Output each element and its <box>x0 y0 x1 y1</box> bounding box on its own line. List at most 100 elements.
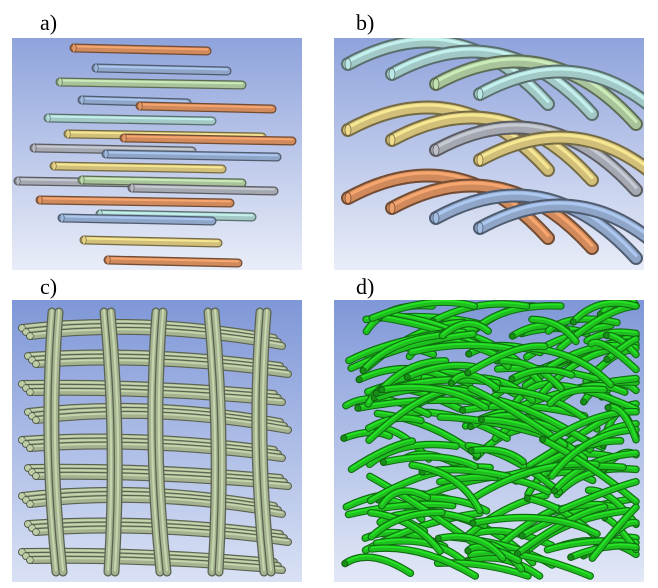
rod-d-112 <box>378 383 490 412</box>
rod-a-end-12 <box>79 175 85 185</box>
rod-d-132 <box>539 435 640 506</box>
rod-a-8 <box>29 143 197 156</box>
rod-d-135 <box>377 487 432 510</box>
rod-d-end-54 <box>340 434 348 442</box>
rod-d-147 <box>588 503 640 562</box>
rod-d-end-146 <box>435 535 442 542</box>
rod-a-2 <box>55 77 247 90</box>
rod-a-end-14 <box>37 195 43 205</box>
rod-d-end-138 <box>464 547 472 554</box>
rod-d-125 <box>587 338 640 374</box>
rod-d-145 <box>368 300 478 322</box>
rod-a-end-10 <box>51 161 57 171</box>
rod-d-144 <box>569 300 640 326</box>
rod-d-136 <box>469 513 601 538</box>
panel-c-rods <box>18 307 292 577</box>
rod-a-end-9 <box>103 149 109 159</box>
rod-a-12 <box>77 175 247 188</box>
rod-d-122 <box>403 361 478 381</box>
rod-d-end-88 <box>467 423 474 430</box>
rod-a-1 <box>91 63 232 76</box>
rod-d-end-134 <box>464 369 472 376</box>
rod-d-end-104 <box>448 379 455 387</box>
rod-d-end-112 <box>378 386 386 393</box>
rod-a-0 <box>69 43 212 56</box>
rod-a-end-7 <box>121 133 127 143</box>
rod-a-end-5 <box>45 113 51 123</box>
rod-d-118 <box>603 335 640 364</box>
rod-c-end-8-2 <box>26 556 34 564</box>
rod-d-129 <box>407 341 516 356</box>
rod-d-139 <box>548 425 640 480</box>
panel-label-c: c) <box>40 274 58 299</box>
rod-d-134 <box>464 342 549 377</box>
rod-c-end-0-2 <box>26 332 34 340</box>
rod-c-end-4-2 <box>26 444 34 452</box>
rod-d-111 <box>496 396 590 444</box>
rod-b-7 <box>473 130 644 176</box>
rod-d-end-140 <box>359 367 367 374</box>
rod-d-27 <box>372 537 466 564</box>
rod-d-131 <box>347 437 417 474</box>
panel-b-rods <box>341 38 644 265</box>
rod-b-10 <box>429 188 643 265</box>
rod-a-end-13 <box>129 183 135 193</box>
rod-d-end-18 <box>519 532 526 539</box>
rod-b-end-2 <box>388 68 396 80</box>
rod-d-end-116 <box>508 375 516 383</box>
rod-d-end-118 <box>603 355 611 363</box>
panel-label-d: d) <box>356 274 375 299</box>
rod-d-100 <box>467 445 527 466</box>
rod-b-end-7 <box>432 144 440 156</box>
rod-a-7 <box>119 133 297 146</box>
panel-a-straight-fibers <box>12 38 302 270</box>
rod-d-end-106 <box>603 331 610 339</box>
rod-d-133 <box>367 544 480 580</box>
rod-d-114 <box>493 356 565 393</box>
rod-d-121 <box>547 408 640 444</box>
panel-a-image <box>12 38 302 270</box>
rod-b-2 <box>429 54 643 131</box>
rod-c-v-36 <box>258 307 276 577</box>
rod-d-69 <box>344 500 457 519</box>
panel-b-image <box>334 38 644 270</box>
rod-c-end-6-2 <box>26 500 34 508</box>
rod-a-end-8 <box>31 143 37 153</box>
rod-d-115 <box>367 508 444 556</box>
rod-a-4 <box>135 101 277 114</box>
rod-d-143 <box>408 461 484 515</box>
rod-a-end-6 <box>65 129 71 139</box>
rod-d-end-60 <box>355 376 363 383</box>
rod-c-end-7-2 <box>32 528 40 536</box>
rod-d-149 <box>438 319 492 340</box>
rod-d-117 <box>467 548 594 580</box>
rod-d-end-66 <box>551 487 558 494</box>
panel-c-image <box>12 300 302 582</box>
rod-b-5 <box>385 110 599 187</box>
rod-b-end-5 <box>344 124 352 136</box>
rod-c-v-29 <box>99 307 116 577</box>
rod-a-14 <box>35 195 235 208</box>
rod-d-end-50 <box>580 398 588 406</box>
rod-d-end-126 <box>524 494 531 502</box>
rod-b-11 <box>473 198 644 244</box>
panel-d-image <box>334 300 644 582</box>
rod-d-end-144 <box>570 318 577 326</box>
rod-d-140 <box>359 331 448 375</box>
rod-c-v-35 <box>251 307 269 577</box>
rod-a-end-3 <box>79 95 85 105</box>
rod-d-146 <box>434 532 507 562</box>
rod-a-end-4 <box>137 101 143 111</box>
rod-a-end-11 <box>15 176 21 186</box>
rod-d-127 <box>367 508 446 541</box>
rod-d-end-122 <box>404 373 411 381</box>
rod-b-end-11 <box>432 212 440 224</box>
rod-c-v-31 <box>147 307 165 577</box>
rod-d-end-132 <box>539 436 547 443</box>
panel-b-curved-fibers <box>334 38 644 270</box>
rod-c-v-34 <box>210 307 227 577</box>
rod-a-end-0 <box>71 43 77 53</box>
panel-a-rods <box>13 43 297 268</box>
rod-b-end-1 <box>344 58 352 70</box>
rod-d-end-74 <box>341 560 349 567</box>
